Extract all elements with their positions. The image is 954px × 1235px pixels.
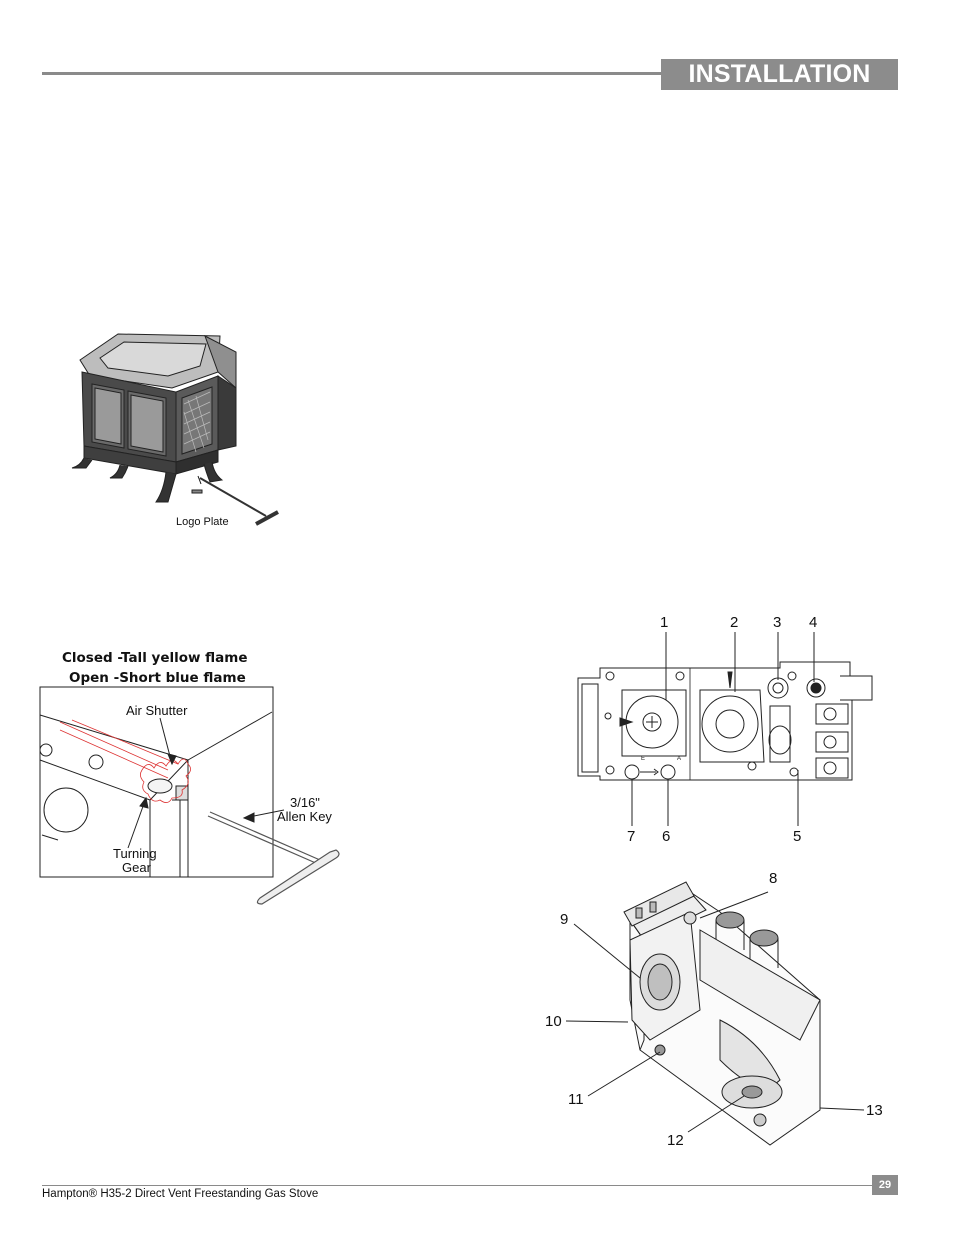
callout-2: 2 bbox=[730, 614, 739, 631]
header-rule bbox=[42, 72, 662, 75]
open-flame-caption: Open -Short blue flame bbox=[69, 670, 246, 686]
gear-label: Gear bbox=[122, 860, 151, 875]
callout-7: 7 bbox=[627, 828, 636, 845]
port-letter-e: E bbox=[641, 756, 645, 762]
page-number: 29 bbox=[872, 1175, 898, 1195]
callout-11: 11 bbox=[568, 1091, 584, 1108]
section-title: INSTALLATION bbox=[661, 59, 898, 90]
callout-5: 5 bbox=[793, 828, 802, 845]
footer-rule bbox=[42, 1185, 872, 1186]
air-shutter-label: Air Shutter bbox=[126, 703, 188, 718]
callout-10: 10 bbox=[545, 1013, 562, 1030]
callout-6: 6 bbox=[662, 828, 671, 845]
port-letter-a: A bbox=[677, 756, 681, 762]
allen-key-size: 3/16" bbox=[290, 795, 320, 810]
closed-flame-caption: Closed -Tall yellow flame bbox=[62, 650, 248, 666]
callout-12: 12 bbox=[667, 1132, 684, 1149]
logo-plate-label: Logo Plate bbox=[176, 516, 229, 528]
callout-13: 13 bbox=[866, 1102, 883, 1119]
footer-document-title: Hampton® H35-2 Direct Vent Freestanding … bbox=[42, 1188, 319, 1200]
callout-1: 1 bbox=[660, 614, 669, 631]
callout-3: 3 bbox=[773, 614, 782, 631]
allen-key-label: Allen Key bbox=[277, 809, 332, 824]
callout-9: 9 bbox=[560, 911, 569, 928]
callout-4: 4 bbox=[809, 614, 818, 631]
turning-label: Turning bbox=[113, 846, 157, 861]
callout-8: 8 bbox=[769, 870, 778, 887]
